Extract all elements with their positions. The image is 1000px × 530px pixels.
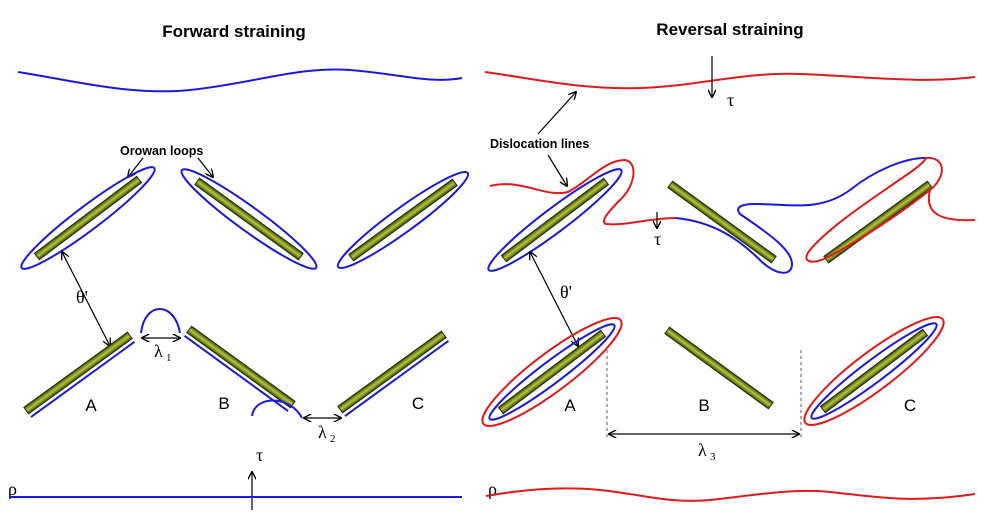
precipitate-upper-b [180,168,318,270]
forward-loop-inner-c [810,322,938,420]
reversal-straining-title: Reversal straining [656,20,803,39]
theta-label-right: θ' [560,282,572,302]
precipitate-lower-a [23,331,136,418]
reverse-dislocation-tail-c [927,189,976,222]
dislocation-blue-bow-b [675,157,926,274]
reverse-loop-outer-c [803,316,945,426]
label-c-left: C [412,394,424,413]
forward-loop-inner-a [488,323,616,421]
label-c-right: C [904,396,916,415]
label-b-left: B [218,394,229,413]
dislocation-segment-b [183,335,289,412]
dislocation-bow-bc [251,399,303,419]
forward-panel: Orowan loops θ' [8,68,470,510]
orowan-loops-label: Orowan loops [120,144,203,158]
rho-label-right: ρ [488,479,497,499]
tau-label-left: τ [256,445,263,465]
orowan-loop-upper-a-right [487,168,623,272]
forward-dislocation-line-top [17,68,463,93]
precipitate-upper-c [336,170,470,270]
precipitate-upper-a [20,166,156,270]
lambda3-symbol: λ [698,440,707,460]
rho-label-left: ρ [8,479,17,499]
orowan-arrow-left [128,157,144,177]
reverse-dislocation-line-bottom [485,487,976,502]
precipitate-upper-b-right [667,180,777,264]
dislocation-segment-c [344,340,450,417]
tau-label-middle-right: τ [654,229,661,249]
precipitate-upper-a-right [487,168,623,272]
lambda1-symbol: λ [154,341,163,361]
precipitate-lower-a-right [481,317,623,427]
reverse-dislocation-line-middle [489,158,677,226]
dislocation-lines-label: Dislocation lines [490,137,589,151]
reverse-loop-outer-a [481,317,623,427]
dislocation-arrow-up [537,92,576,135]
label-a-right: A [564,396,576,415]
theta-spacing-arrow-left [62,252,110,346]
reverse-dislocation-line-top [484,71,976,90]
reverse-dislocation-loop-c [805,156,943,263]
tau-label-top-right: τ [727,90,734,110]
theta-spacing-arrow-right [530,252,578,346]
theta-label-left: θ' [76,287,88,307]
dislocation-segment-a [30,341,136,418]
label-b-right: B [698,396,709,415]
orowan-arrow-right [197,157,213,177]
precipitate-lower-b [183,325,296,412]
lambda2-symbol: λ [318,422,327,442]
dislocation-arrow-down [547,154,567,186]
lambda2-subscript: 2 [330,433,336,445]
orowan-loop-upper-a [20,166,156,270]
label-a-left: A [85,396,97,415]
orowan-loop-upper-b [180,168,318,270]
reversal-panel: τ Dislocation lines τ θ' [481,56,976,502]
forward-straining-title: Forward straining [162,22,306,41]
lambda1-subscript: 1 [166,352,172,364]
dislocation-bow-ab [140,308,181,334]
precipitate-lower-c [337,330,450,417]
orowan-loop-upper-c [336,170,470,270]
precipitate-lower-c-right [803,316,945,426]
lambda3-subscript: 3 [710,451,716,463]
precipitate-lower-b-right [664,326,774,410]
